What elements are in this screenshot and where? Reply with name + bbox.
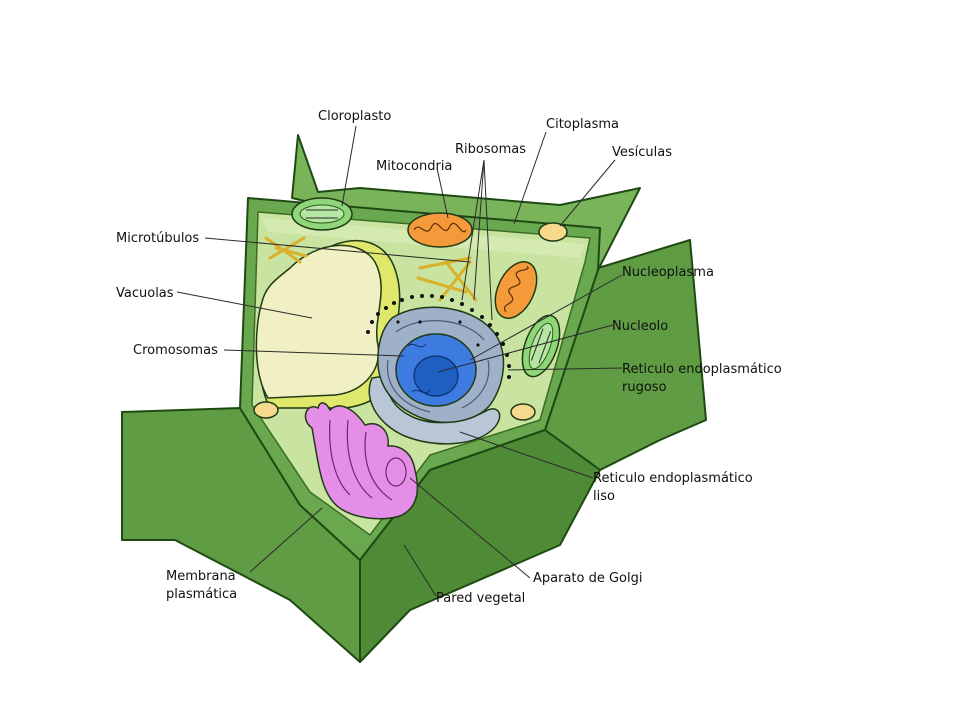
mitochondrion-top	[407, 212, 473, 248]
labels: Cloroplasto Mitocondria Ribosomas Citopl…	[116, 109, 782, 606]
label-nucleolo: Nucleolo	[612, 319, 668, 334]
golgi-apparatus	[304, 402, 419, 520]
smooth-er	[368, 374, 501, 445]
label-citoplasma: Citoplasma	[546, 117, 619, 132]
chloroplast-top	[291, 197, 353, 231]
nucleolus	[413, 355, 459, 397]
front-wall-flap	[359, 429, 601, 663]
vesicle-bottom-left	[253, 401, 279, 419]
leader-lines	[176, 125, 623, 597]
label-golgi: Aparato de Golgi	[533, 571, 643, 586]
label-nucleoplasma: Nucleoplasma	[622, 265, 714, 280]
nucleus-group	[368, 306, 505, 445]
label-membrana-line2: plasmática	[166, 587, 237, 602]
ribosomes	[366, 294, 511, 379]
label-pared: Pared vegetal	[436, 591, 525, 606]
mitochondrion-right	[494, 261, 538, 319]
label-rer-line2: rugoso	[622, 380, 667, 395]
label-microtubulos: Microtúbulos	[116, 231, 199, 246]
label-rel-line1: Reticulo endoplasmático	[593, 471, 753, 486]
label-cromosomas: Cromosomas	[133, 343, 218, 358]
label-membrana-line1: Membrana	[166, 569, 236, 584]
microtubules	[264, 236, 478, 302]
label-cloroplasto: Cloroplasto	[318, 109, 391, 124]
label-rer-line1: Reticulo endoplasmático	[622, 362, 782, 377]
label-ribosomas: Ribosomas	[455, 142, 526, 157]
label-vacuolas: Vacuolas	[116, 286, 174, 301]
vesicle-bottom-right	[510, 403, 536, 421]
label-rel-line2: liso	[593, 489, 615, 504]
chromosomes	[407, 343, 431, 394]
label-vesiculas: Vesículas	[612, 145, 672, 160]
chloroplast-right	[521, 314, 561, 378]
label-mitocondria: Mitocondria	[376, 159, 452, 174]
vesicle-top-right	[538, 222, 568, 242]
